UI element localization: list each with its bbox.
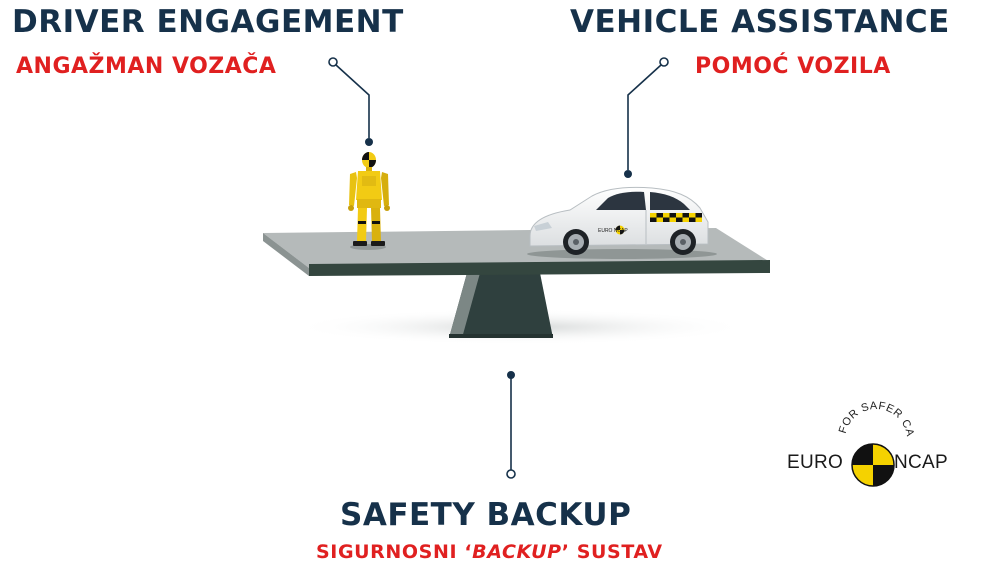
fulcrum [449,273,553,338]
backup-connector [506,371,516,479]
checker-strip [650,213,702,222]
driver-connector [328,57,373,146]
crash-test-dummy-icon [348,152,390,250]
logo-arc-text: FOR SAFER CARS [0,0,915,438]
vehicle-assistance-subheading: POMOĆ VOZILA [695,54,891,79]
door-badge: EURO NCAP [598,225,628,235]
driver-engagement-heading: DRIVER ENGAGEMENT [12,4,404,40]
backup-sub-after: ’ SUSTAV [561,541,663,563]
backup-sub-emphasis: BACKUP [472,541,562,563]
logo-ncap-text: NCAP [894,452,948,473]
backup-sub-before: SIGURNOSNI ‘ [316,541,473,563]
safety-backup-subheading: SIGURNOSNI ‘BACKUP’ SUSTAV [316,541,663,563]
vehicle-assistance-heading: VEHICLE ASSISTANCE [570,4,950,40]
car-icon: EURO NCAP [527,186,717,259]
door-badge-text: EURO NCAP [598,228,628,234]
vehicle-connector [624,57,669,178]
driver-engagement-subheading: ANGAŽMAN VOZAČA [16,54,277,79]
logo-euro-text: EURO [787,452,844,473]
safety-backup-heading: SAFETY BACKUP [340,497,632,533]
